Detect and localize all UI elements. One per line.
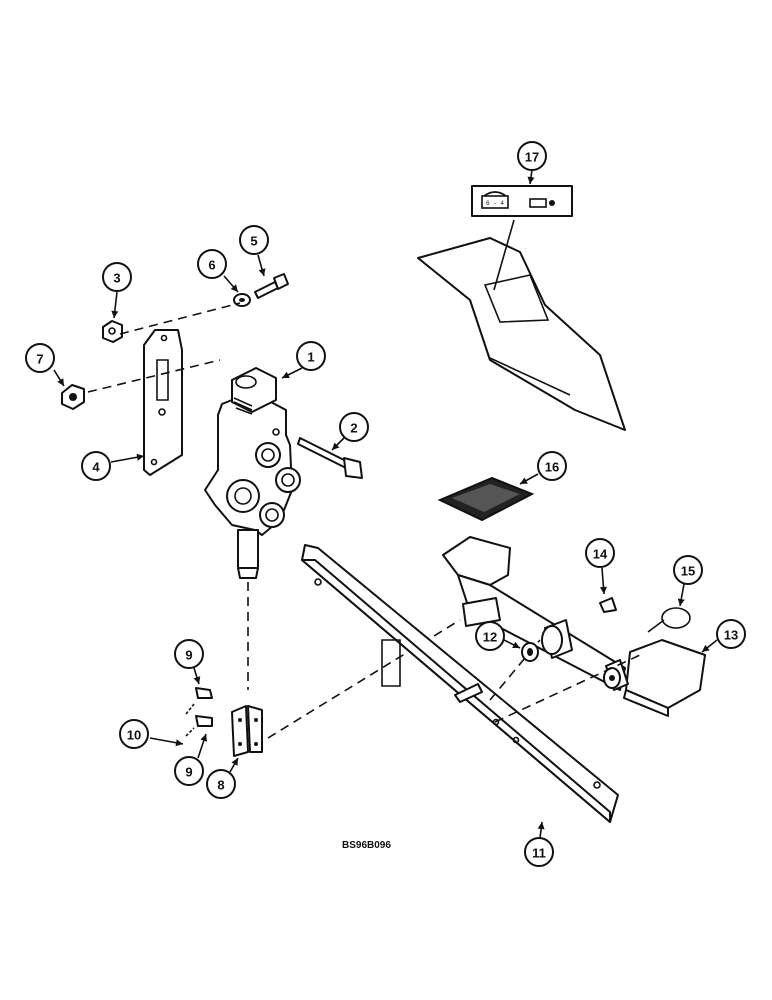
- pin-lower: [195, 715, 213, 727]
- callout-circle: [102, 262, 132, 292]
- callout-arrowhead: [527, 176, 535, 184]
- callout-arrowhead: [702, 644, 710, 652]
- callout-circle: [585, 538, 615, 568]
- callout-circle: [239, 225, 269, 255]
- nut-3: [102, 320, 123, 343]
- figure-reference: BS96B096: [342, 840, 391, 851]
- callout-label: 15: [681, 564, 695, 579]
- callout-circle: [517, 141, 547, 171]
- callout-arrowhead: [599, 586, 607, 594]
- nut-7: [61, 384, 85, 410]
- callout-arrowhead: [520, 477, 528, 484]
- callout-circle: [673, 555, 703, 585]
- callout-circle: [81, 451, 111, 481]
- callout-circle: [174, 756, 204, 786]
- callout-circle: [475, 621, 505, 651]
- callout-arrowhead: [57, 378, 64, 386]
- callout-label: 13: [724, 628, 738, 643]
- console-panel: [417, 237, 626, 431]
- callout-label: 2: [350, 421, 357, 436]
- callout-arrowhead: [200, 734, 208, 742]
- callout-label: 12: [483, 630, 497, 645]
- hitch-pin-15: [647, 607, 691, 633]
- clip-14: [599, 597, 617, 613]
- bolt-5: [254, 273, 289, 299]
- callout-label: 3: [113, 271, 120, 286]
- callout-arrowhead: [231, 758, 238, 766]
- callout-arrowhead: [677, 598, 685, 606]
- mounting-plate: [301, 544, 619, 823]
- callout-circle: [296, 341, 326, 371]
- bolt-2: [297, 437, 363, 479]
- callout-circle: [25, 343, 55, 373]
- mounting-bracket: [143, 329, 183, 476]
- callout-label: 1: [307, 350, 314, 365]
- callout-arrowhead: [282, 371, 290, 378]
- callout-circle: [339, 412, 369, 442]
- callout-circle: [119, 719, 149, 749]
- callout-label: 5: [250, 234, 257, 249]
- pedal-assembly: [442, 536, 706, 717]
- callout-circle: [174, 639, 204, 669]
- callout-circle: [524, 837, 554, 867]
- callout-label: 7: [36, 352, 43, 367]
- callout-arrowhead: [512, 641, 520, 648]
- callout-arrowhead: [537, 822, 545, 830]
- clevis: [231, 705, 263, 757]
- callout-label: 4: [92, 460, 100, 475]
- callout-label: 17: [525, 150, 539, 165]
- callout-circle: [197, 249, 227, 279]
- callout-circle: [206, 769, 236, 799]
- callout-label: 9: [185, 648, 192, 663]
- callout-arrowhead: [175, 739, 183, 747]
- callout-label: 6: [208, 258, 215, 273]
- callout-label: 11: [532, 846, 546, 861]
- pin-upper: [195, 687, 213, 699]
- callout-arrowhead: [136, 453, 144, 461]
- callout-label: 9: [185, 765, 192, 780]
- callout-arrowhead: [332, 442, 340, 450]
- callout-circle: [716, 619, 746, 649]
- pedal-pad-16: [437, 476, 535, 522]
- callout-arrowhead: [193, 676, 201, 684]
- callout-label: 8: [217, 778, 224, 793]
- control-valve: [204, 367, 301, 579]
- decal-text: 6 - 4: [486, 200, 504, 207]
- callout-label: 10: [127, 728, 141, 743]
- callout-circle: [537, 451, 567, 481]
- callout-arrowhead: [258, 268, 266, 276]
- callout-label: 16: [545, 460, 559, 475]
- callout-arrowhead: [111, 310, 119, 318]
- decal: 6 - 4: [471, 185, 573, 291]
- callout-arrowhead: [230, 284, 238, 292]
- washer-12: [521, 642, 539, 662]
- callout-label: 14: [593, 547, 608, 562]
